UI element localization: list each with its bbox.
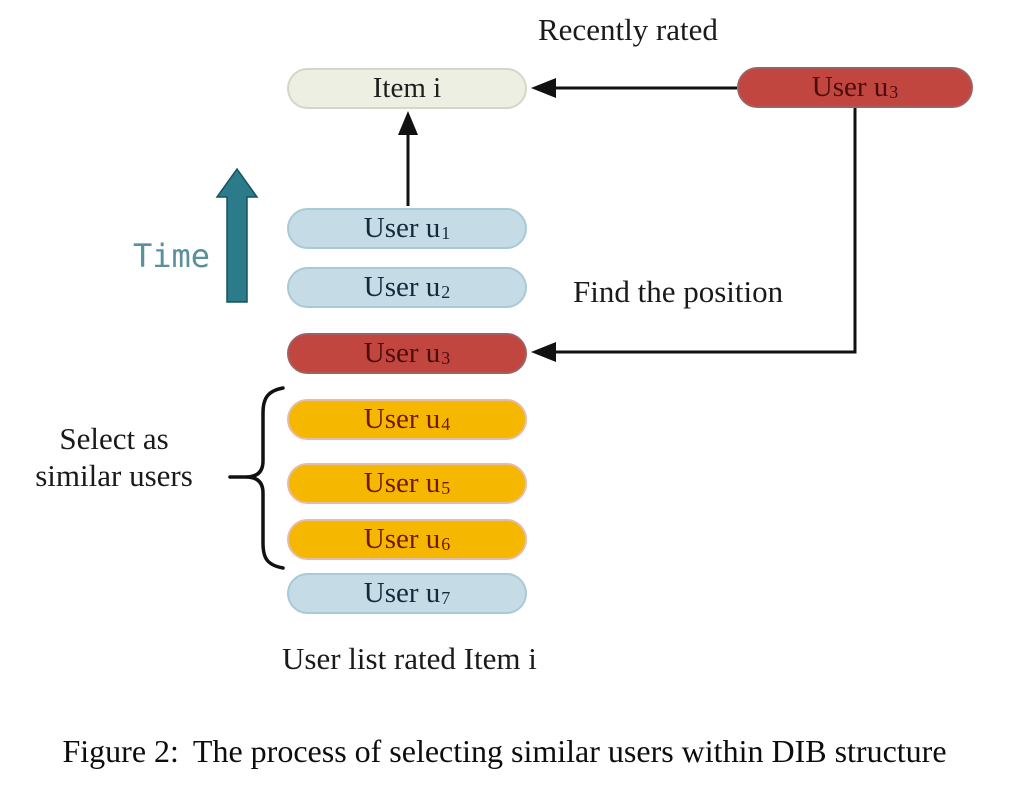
time-arrow xyxy=(215,167,259,303)
user-u5-label: User u xyxy=(363,467,441,499)
user-u7-subscript: 7 xyxy=(441,587,451,608)
find-position-arrow xyxy=(531,107,857,362)
item-i-node: Item i xyxy=(287,68,527,109)
user-u2-label: User u xyxy=(363,271,441,303)
recently-rated-arrow xyxy=(531,78,737,98)
user-u3-subscript: 3 xyxy=(441,347,451,368)
select-as-line2: similar users xyxy=(35,458,193,493)
user-u1-label: User u xyxy=(363,212,441,244)
user-u6-label: User u xyxy=(363,523,441,555)
similar-users-brace xyxy=(228,386,285,570)
recent-user-u3-subscript: 3 xyxy=(889,81,899,102)
select-as-line1: Select as xyxy=(59,421,169,456)
user-u5-subscript: 5 xyxy=(441,477,451,498)
time-label: Time xyxy=(133,237,211,275)
user-u4-label: User u xyxy=(363,403,441,435)
recently-rated-label: Recently rated xyxy=(538,12,718,47)
rated-arrow xyxy=(398,111,418,206)
recent-user-u3-label: User u xyxy=(811,71,889,103)
figure-caption-prefix: Figure 2: xyxy=(62,733,179,769)
user-list-caption: User list rated Item i xyxy=(282,641,537,676)
figure-caption-text: The process of selecting similar users w… xyxy=(192,733,947,769)
user-u7-label: User u xyxy=(363,577,441,609)
item-i-label: Item i xyxy=(372,72,442,104)
find-position-label: Find the position xyxy=(573,274,784,309)
user-u2-subscript: 2 xyxy=(441,281,451,302)
user-u3-label: User u xyxy=(363,337,441,369)
figure-caption: Figure 2: The process of selecting simila… xyxy=(0,733,1009,770)
user-u4-subscript: 4 xyxy=(441,413,451,434)
user-u6-subscript: 6 xyxy=(441,533,451,554)
user-u1-subscript: 1 xyxy=(441,222,451,243)
select-similar-users-label: Select as similar users xyxy=(0,420,228,494)
